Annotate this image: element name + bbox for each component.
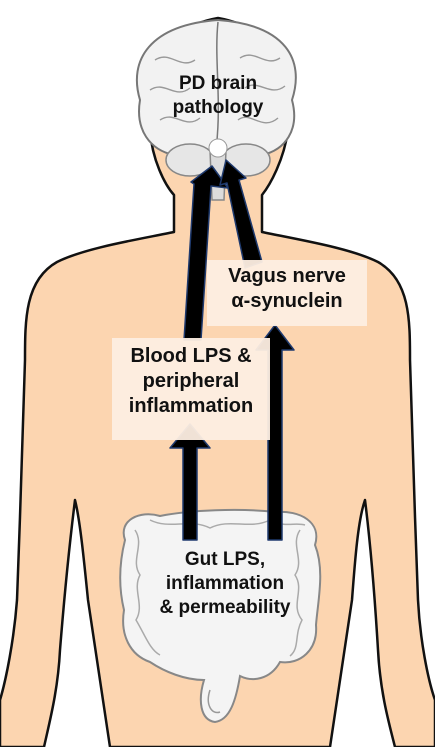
vagus-label-line-1: Vagus nerve [207, 264, 367, 289]
vagus-label-line-2: α-synuclein [207, 289, 367, 314]
brain-label-line-2: pathology [150, 96, 286, 120]
brain-pathology-label: PD brain pathology [150, 72, 286, 120]
blood-lps-label: Blood LPS & peripheral inflammation [112, 338, 270, 440]
gut-label-line-3: & permeability [150, 596, 300, 620]
blood-label-line-3: inflammation [112, 394, 270, 419]
blood-label-line-1: Blood LPS & [112, 344, 270, 369]
vagus-nerve-label: Vagus nerve α-synuclein [207, 260, 367, 326]
blood-label-line-2: peripheral [112, 369, 270, 394]
gut-label-line-1: Gut LPS, [150, 548, 300, 572]
gut-label-line-2: inflammation [150, 572, 300, 596]
gut-lps-label: Gut LPS, inflammation & permeability [150, 548, 300, 619]
brain-label-line-1: PD brain [150, 72, 286, 96]
